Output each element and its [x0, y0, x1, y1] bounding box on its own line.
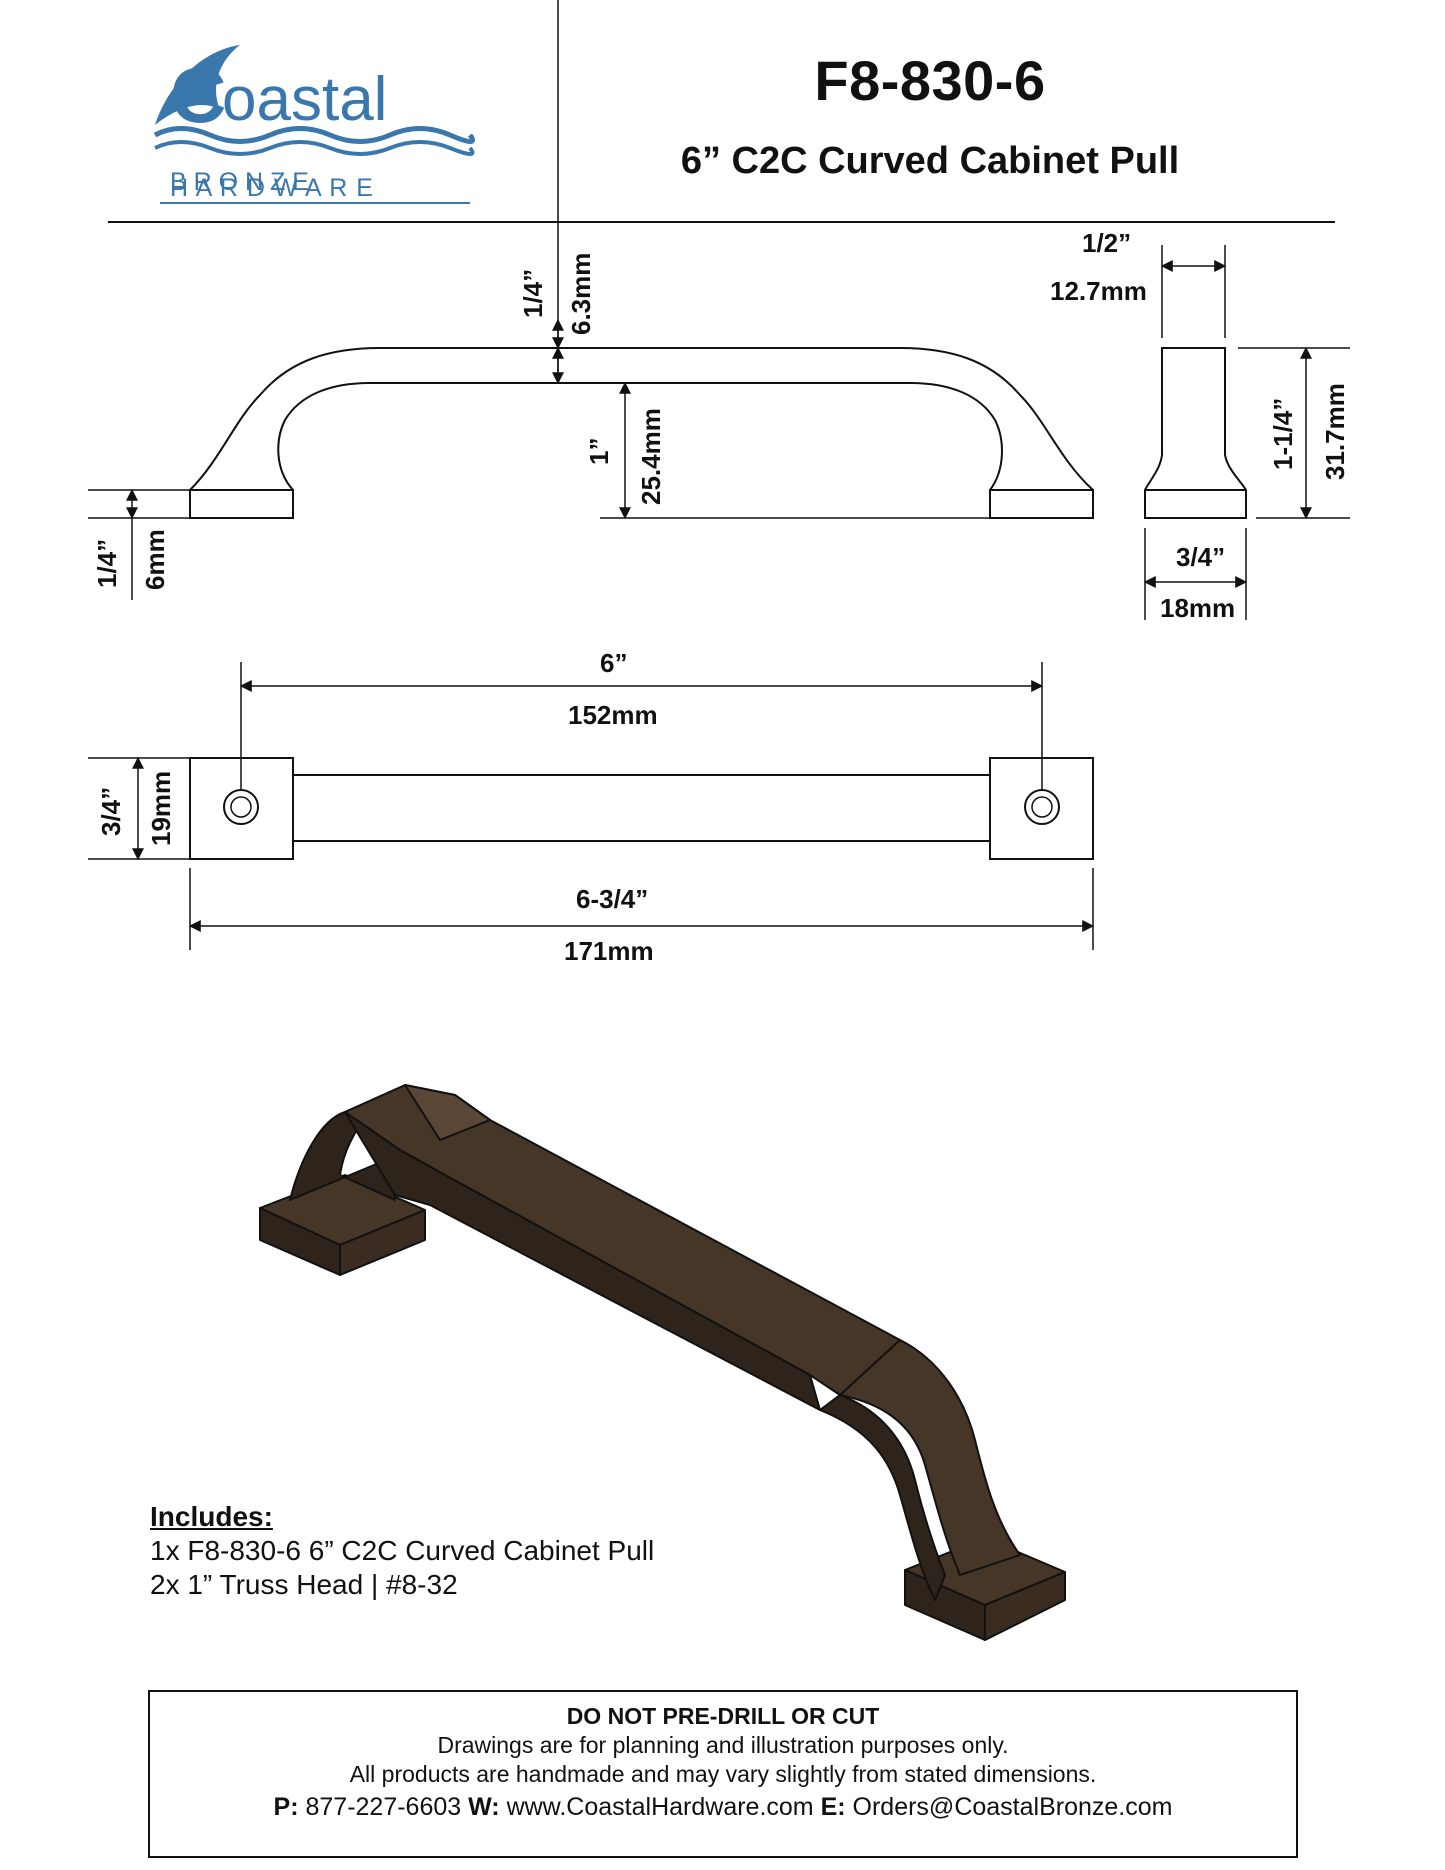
overall-in: 6-3/4”	[576, 884, 648, 914]
notice-line: Drawings are for planning and illustrati…	[437, 1732, 1009, 1758]
right-base-plate	[989, 489, 1094, 519]
logo-wordmark: oastal	[222, 65, 387, 134]
side-profile	[1144, 347, 1247, 519]
includes-heading: Includes:	[150, 1501, 273, 1532]
base-height-mm: 6mm	[140, 529, 170, 590]
notice-line: All products are handmade and may vary s…	[349, 1761, 1097, 1787]
notice-box: DO NOT PRE-DRILL OR CUT Drawings are for…	[148, 1690, 1298, 1858]
side-top-width-in: 1/2”	[1082, 228, 1131, 258]
top-thickness-mm: 6.3mm	[566, 253, 596, 335]
handle-outer-profile	[189, 347, 1094, 491]
c2c-in: 6”	[600, 648, 627, 678]
side-elevation-view	[1143, 245, 1350, 620]
logo-hardware-text: H A R D W A R E	[170, 174, 374, 202]
base-height-in: 1/4”	[92, 539, 122, 588]
overall-mm: 171mm	[564, 936, 654, 966]
wave-line-icon	[153, 126, 475, 144]
includes-item: 2x 1” Truss Head | #8-32	[150, 1569, 458, 1600]
includes-section: Includes: 1x F8-830-6 6” C2C Curved Cabi…	[150, 1500, 654, 1602]
side-height-mm: 31.7mm	[1320, 383, 1350, 480]
width-in: 3/4”	[96, 787, 126, 836]
logo-graphic: C oastal B R O N Z E	[153, 45, 475, 204]
side-base-width-in: 3/4”	[1176, 542, 1225, 572]
phone-label: P:	[273, 1793, 299, 1821]
top-plan-view	[88, 662, 1095, 950]
phone-number[interactable]: 877-227-6603	[305, 1793, 462, 1821]
website-link[interactable]: www.CoastalHardware.com	[506, 1793, 814, 1821]
wave-line-icon	[154, 140, 475, 156]
product-title: 6” C2C Curved Cabinet Pull	[680, 140, 1180, 182]
web-label: W:	[468, 1793, 500, 1821]
includes-item: 1x F8-830-6 6” C2C Curved Cabinet Pull	[150, 1535, 655, 1566]
clearance-in: 1”	[584, 438, 614, 465]
handle-bar	[292, 774, 991, 842]
brand-logo: C oastal B R O N Z E	[150, 40, 490, 210]
notice-title: DO NOT PRE-DRILL OR CUT	[566, 1703, 880, 1729]
right-screw-hole-icon	[1024, 789, 1060, 825]
email-label: E:	[820, 1793, 846, 1821]
left-screw-hole-icon	[223, 789, 259, 825]
clearance-mm: 25.4mm	[636, 408, 666, 505]
contact-line: P: 877-227-6603 W: www.CoastalHardware.c…	[150, 1793, 1296, 1822]
email-link[interactable]: Orders@CoastalBronze.com	[852, 1793, 1173, 1821]
c2c-mm: 152mm	[568, 700, 658, 730]
side-height-in: 1-1/4”	[1268, 398, 1298, 470]
front-elevation-view	[88, 0, 1094, 600]
product-code: F8-830-6	[814, 49, 1046, 112]
product-render	[259, 1084, 1066, 1641]
side-top-width-mm: 12.7mm	[1050, 276, 1147, 306]
logo-initial: C	[170, 51, 226, 139]
width-mm: 19mm	[146, 771, 176, 846]
left-base-plate	[189, 489, 294, 519]
logo-bronze-text: B R O N Z E	[170, 168, 309, 196]
wave-crest-icon	[155, 45, 240, 125]
top-thickness-in: 1/4”	[518, 269, 548, 318]
side-base-width-mm: 18mm	[1160, 593, 1235, 623]
handle-inner-profile	[277, 382, 1003, 491]
